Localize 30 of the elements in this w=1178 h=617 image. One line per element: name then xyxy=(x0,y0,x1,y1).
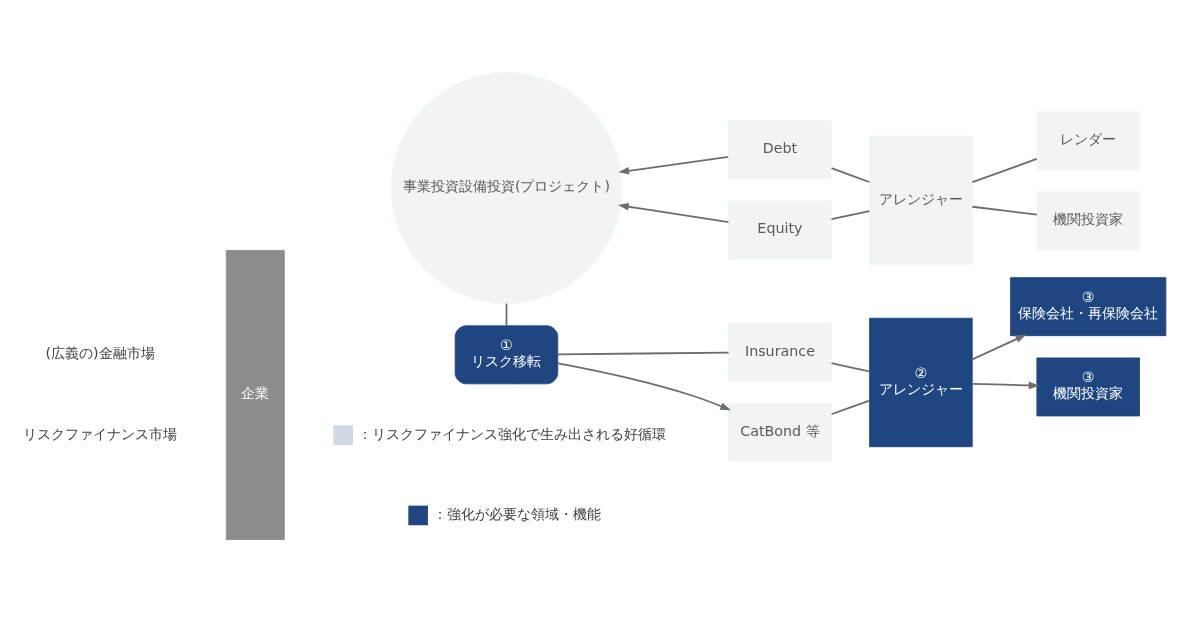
node-box: 企業 xyxy=(225,250,285,540)
node-box: CatBond 等 xyxy=(728,403,832,462)
arrow xyxy=(971,334,1027,361)
connector xyxy=(830,399,871,416)
node-box: ③ 保険会社・再保険会社 xyxy=(1010,277,1167,337)
node-box: ③ 機関投資家 xyxy=(1036,357,1140,417)
node-box: アレンジャー xyxy=(869,135,973,266)
connector xyxy=(830,167,871,183)
node-circle: 事業投資設備投資(プロジェクト) xyxy=(390,72,623,304)
legend-label: ：リスクファイナンス強化で生み出される好循環 xyxy=(358,425,667,442)
connector xyxy=(971,205,1038,216)
label: (広義の)金融市場 xyxy=(45,345,155,362)
label: リスクファイナンス市場 xyxy=(23,425,178,442)
connector xyxy=(971,158,1038,184)
node-box: ① リスク移転 xyxy=(454,325,559,385)
arrow xyxy=(971,381,1040,390)
connector xyxy=(505,302,508,327)
node-box: Insurance xyxy=(728,322,832,382)
connector xyxy=(830,210,871,221)
node-box: ② アレンジャー xyxy=(869,317,973,448)
connector xyxy=(830,362,871,373)
node-box: レンダー xyxy=(1036,111,1140,171)
node-box: Debt xyxy=(728,120,832,180)
node-box: Equity xyxy=(728,200,832,260)
legend-label: ：強化が必要な領域・機能 xyxy=(433,505,602,522)
node-box: 機関投資家 xyxy=(1036,191,1140,251)
arrow xyxy=(557,362,731,411)
arrow xyxy=(618,155,730,175)
arrow xyxy=(617,203,730,223)
connector xyxy=(556,351,730,356)
